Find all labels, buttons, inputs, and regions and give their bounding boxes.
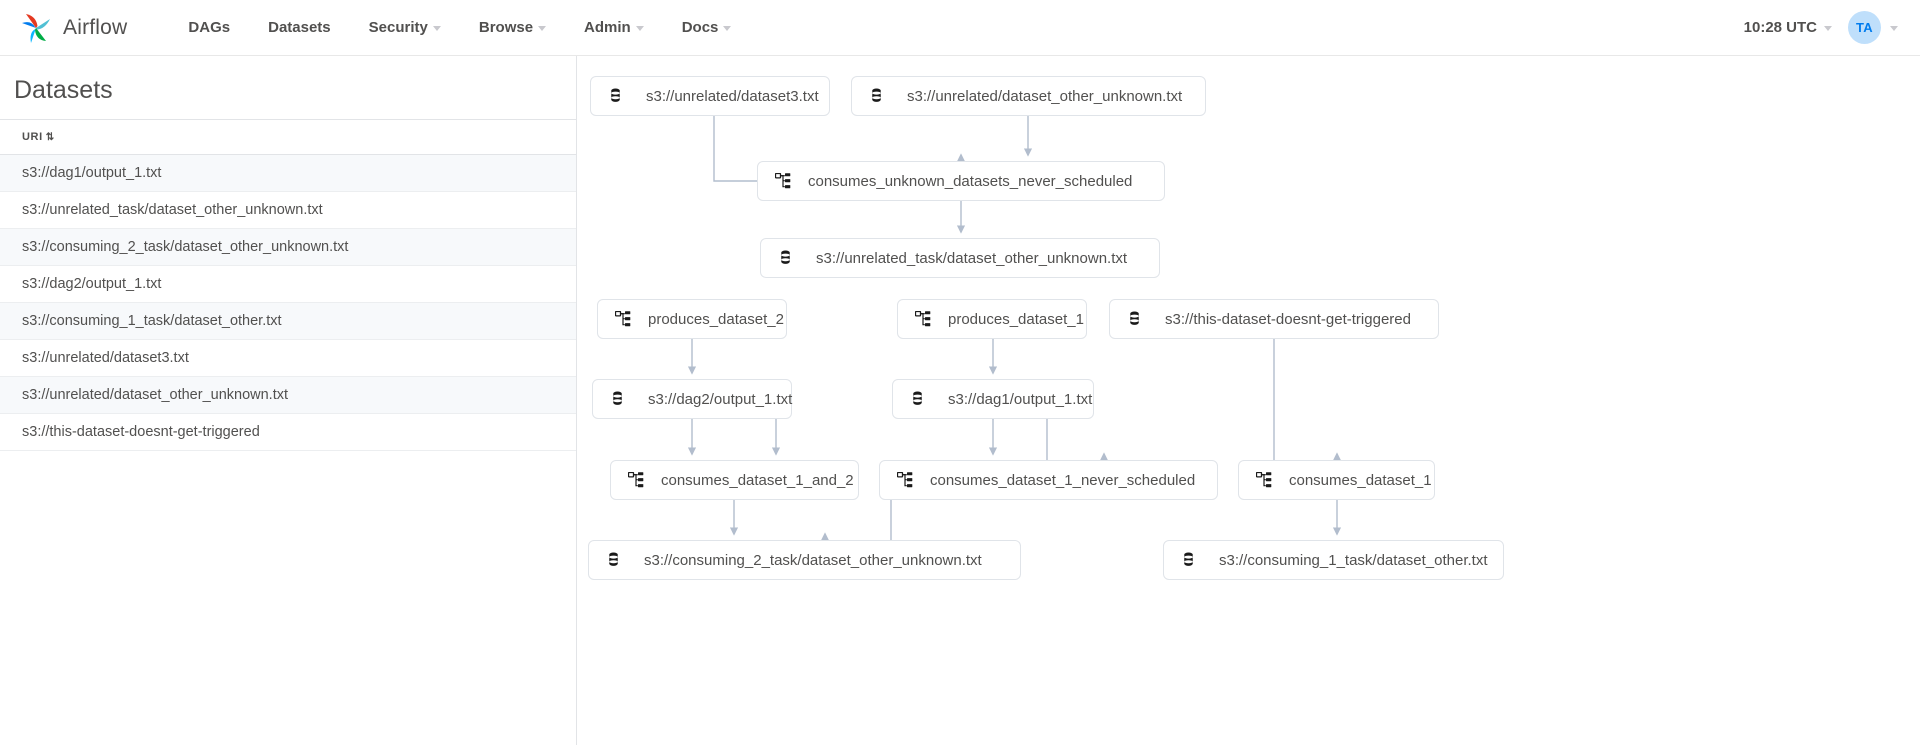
brand-home-link[interactable]: Airflow xyxy=(18,10,127,46)
table-row[interactable]: s3://dag2/output_1.txt xyxy=(0,266,576,303)
dataset-uri-cell[interactable]: s3://consuming_1_task/dataset_other.txt xyxy=(0,303,576,340)
database-stack-icon xyxy=(777,250,794,266)
nav-admin[interactable]: Admin xyxy=(565,11,663,44)
database-stack-icon xyxy=(1180,552,1197,568)
graph-node-label: s3://this-dataset-doesnt-get-triggered xyxy=(1165,311,1411,328)
database-stack-icon xyxy=(1126,311,1143,327)
column-header-uri-label: URI xyxy=(22,131,43,143)
graph-node-label: consumes_unknown_datasets_never_schedule… xyxy=(808,173,1132,190)
chevron-down-icon xyxy=(1824,26,1832,31)
graph-node-label: s3://unrelated/dataset_other_unknown.txt xyxy=(907,88,1182,105)
dataset-uri-cell[interactable]: s3://dag1/output_1.txt xyxy=(0,155,576,192)
graph-node-ds_dag2_output[interactable]: s3://dag2/output_1.txt xyxy=(592,379,792,419)
table-row[interactable]: s3://unrelated_task/dataset_other_unknow… xyxy=(0,192,576,229)
graph-node-ds_this_not_triggered[interactable]: s3://this-dataset-doesnt-get-triggered xyxy=(1109,299,1439,339)
graph-node-dag_produces_dataset_1[interactable]: produces_dataset_1 xyxy=(897,299,1087,339)
sitemap-hierarchy-icon xyxy=(914,311,931,327)
table-row[interactable]: s3://this-dataset-doesnt-get-triggered xyxy=(0,414,576,451)
nav-dags[interactable]: DAGs xyxy=(169,11,249,44)
nav-datasets-label: Datasets xyxy=(268,19,331,36)
clock-label: 10:28 UTC xyxy=(1744,19,1817,36)
table-header-row: URI⇅ xyxy=(0,120,576,155)
graph-node-dag_produces_dataset_2[interactable]: produces_dataset_2 xyxy=(597,299,787,339)
graph-node-ds_unrelated_other_unknown[interactable]: s3://unrelated/dataset_other_unknown.txt xyxy=(851,76,1206,116)
page-title: Datasets xyxy=(0,72,576,119)
nav-security[interactable]: Security xyxy=(350,11,460,44)
user-menu[interactable]: TA xyxy=(1848,11,1898,44)
navbar-right: 10:28 UTC TA xyxy=(1744,11,1898,44)
nav-docs[interactable]: Docs xyxy=(663,11,751,44)
graph-node-label: s3://dag1/output_1.txt xyxy=(948,391,1092,408)
dataset-dependency-graph[interactable]: s3://unrelated/dataset3.txt s3://unrelate… xyxy=(577,56,1920,745)
nav-admin-label: Admin xyxy=(584,19,631,36)
table-row[interactable]: s3://unrelated/dataset3.txt xyxy=(0,340,576,377)
nav-browse-label: Browse xyxy=(479,19,533,36)
graph-node-ds_dag1_output[interactable]: s3://dag1/output_1.txt xyxy=(892,379,1094,419)
graph-node-label: produces_dataset_2 xyxy=(648,311,784,328)
dataset-uri-cell[interactable]: s3://consuming_2_task/dataset_other_unkn… xyxy=(0,229,576,266)
sitemap-hierarchy-icon xyxy=(1255,472,1272,488)
graph-node-dag_consumes_unknown[interactable]: consumes_unknown_datasets_never_schedule… xyxy=(757,161,1165,201)
table-row[interactable]: s3://consuming_1_task/dataset_other.txt xyxy=(0,303,576,340)
database-stack-icon xyxy=(609,391,626,407)
dataset-uri-cell[interactable]: s3://this-dataset-doesnt-get-triggered xyxy=(0,414,576,451)
brand-name: Airflow xyxy=(63,16,127,40)
graph-node-ds_unrelated_dataset3[interactable]: s3://unrelated/dataset3.txt xyxy=(590,76,830,116)
dataset-uri-cell[interactable]: s3://unrelated/dataset_other_unknown.txt xyxy=(0,377,576,414)
nav-datasets[interactable]: Datasets xyxy=(249,11,350,44)
database-stack-icon xyxy=(605,552,622,568)
airflow-pinwheel-icon xyxy=(18,10,54,46)
graph-node-label: consumes_dataset_1_never_scheduled xyxy=(930,472,1195,489)
sitemap-hierarchy-icon xyxy=(627,472,644,488)
graph-node-ds_unrelated_task_other[interactable]: s3://unrelated_task/dataset_other_unknow… xyxy=(760,238,1160,278)
datasets-panel: Datasets URI⇅ s3://dag1/output_1.txts3:/… xyxy=(0,56,577,745)
nav-security-label: Security xyxy=(369,19,428,36)
graph-node-label: s3://consuming_2_task/dataset_other_unkn… xyxy=(644,552,982,569)
table-row[interactable]: s3://consuming_2_task/dataset_other_unkn… xyxy=(0,229,576,266)
graph-node-label: s3://unrelated_task/dataset_other_unknow… xyxy=(816,250,1127,267)
graph-node-label: consumes_dataset_1 xyxy=(1289,472,1432,489)
table-row[interactable]: s3://dag1/output_1.txt xyxy=(0,155,576,192)
chevron-down-icon xyxy=(723,26,731,31)
table-row[interactable]: s3://unrelated/dataset_other_unknown.txt xyxy=(0,377,576,414)
datasets-table-head: URI⇅ xyxy=(0,120,576,155)
graph-node-ds_consuming_2_other[interactable]: s3://consuming_2_task/dataset_other_unkn… xyxy=(588,540,1021,580)
nav-docs-label: Docs xyxy=(682,19,719,36)
sitemap-hierarchy-icon xyxy=(896,472,913,488)
graph-node-dag_consumes_1_never[interactable]: consumes_dataset_1_never_scheduled xyxy=(879,460,1218,500)
nav-links: DAGs Datasets Security Browse Admin Docs xyxy=(169,11,750,44)
top-navbar: Airflow DAGs Datasets Security Browse Ad… xyxy=(0,0,1920,56)
dataset-uri-cell[interactable]: s3://unrelated/dataset3.txt xyxy=(0,340,576,377)
dataset-uri-cell[interactable]: s3://dag2/output_1.txt xyxy=(0,266,576,303)
graph-node-dag_consumes_1_and_2[interactable]: consumes_dataset_1_and_2 xyxy=(610,460,859,500)
chevron-down-icon xyxy=(433,26,441,31)
timezone-selector[interactable]: 10:28 UTC xyxy=(1744,19,1832,36)
graph-node-dag_consumes_1[interactable]: consumes_dataset_1 xyxy=(1238,460,1435,500)
graph-surface[interactable]: s3://unrelated/dataset3.txt s3://unrelate… xyxy=(577,56,1920,745)
graph-node-label: s3://consuming_1_task/dataset_other.txt xyxy=(1219,552,1488,569)
chevron-down-icon xyxy=(538,26,546,31)
graph-node-ds_consuming_1_other[interactable]: s3://consuming_1_task/dataset_other.txt xyxy=(1163,540,1504,580)
nav-browse[interactable]: Browse xyxy=(460,11,565,44)
chevron-down-icon xyxy=(636,26,644,31)
column-header-uri[interactable]: URI⇅ xyxy=(0,120,576,155)
sort-updown-icon: ⇅ xyxy=(46,132,55,143)
datasets-table-body: s3://dag1/output_1.txts3://unrelated_tas… xyxy=(0,155,576,451)
sitemap-hierarchy-icon xyxy=(774,173,791,189)
nav-dags-label: DAGs xyxy=(188,19,230,36)
graph-node-label: s3://unrelated/dataset3.txt xyxy=(646,88,819,105)
datasets-table: URI⇅ s3://dag1/output_1.txts3://unrelate… xyxy=(0,119,576,451)
graph-node-label: s3://dag2/output_1.txt xyxy=(648,391,792,408)
chevron-down-icon xyxy=(1890,26,1898,31)
dataset-uri-cell[interactable]: s3://unrelated_task/dataset_other_unknow… xyxy=(0,192,576,229)
database-stack-icon xyxy=(607,88,624,104)
avatar: TA xyxy=(1848,11,1881,44)
database-stack-icon xyxy=(909,391,926,407)
sitemap-hierarchy-icon xyxy=(614,311,631,327)
database-stack-icon xyxy=(868,88,885,104)
graph-node-label: consumes_dataset_1_and_2 xyxy=(661,472,854,489)
page-content: Datasets URI⇅ s3://dag1/output_1.txts3:/… xyxy=(0,56,1920,745)
graph-node-label: produces_dataset_1 xyxy=(948,311,1084,328)
